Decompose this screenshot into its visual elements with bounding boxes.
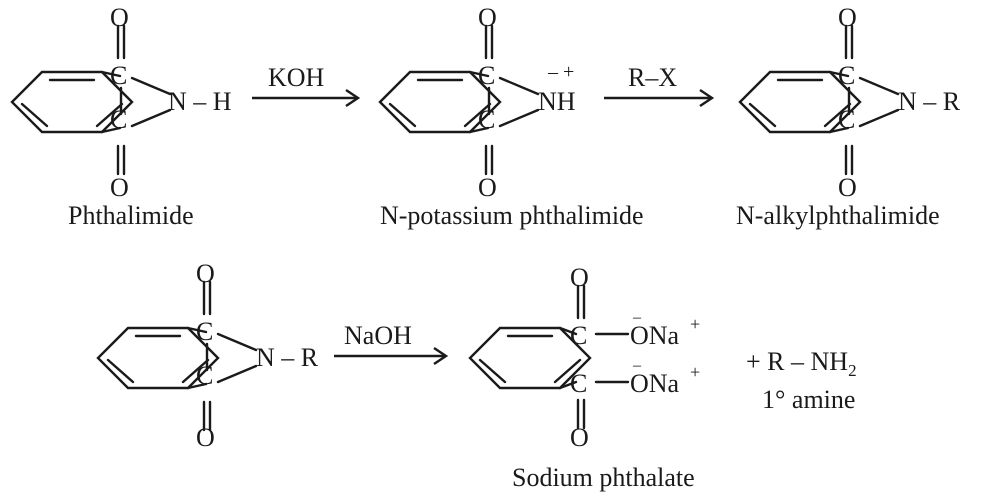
atom-c-top: C [570,321,587,350]
ona-top: ONa [630,321,680,350]
reagent-rx: R–X [628,63,677,92]
reagent-koh: KOH [268,63,325,92]
atom-o-top: O [570,263,589,292]
arrow-rx: R–X [604,63,715,107]
phthalimide-caption: Phthalimide [68,201,194,230]
atom-o-bottom: O [478,173,497,202]
ona-bottom-plus: + [690,362,700,382]
phthalimide-n-group: N – H [168,87,232,116]
n-r-group: N – R [256,343,319,372]
atom-o-bottom: O [570,423,589,452]
ona-top-plus: + [690,314,700,334]
atom-c-top: C [110,61,127,90]
n-alkylphthalimide-caption: N-alkylphthalimide [736,201,940,230]
atom-o-bottom: O [838,173,857,202]
nh-charges: – + [547,61,574,83]
sodium-phthalate-structure: O C C O ONa – + ONa – + [468,263,700,452]
n-potassium-phthalimide-caption: N-potassium phthalimide [380,201,644,230]
ona-bottom: ONa [630,369,680,398]
primary-amine-label: 1° amine [762,385,855,414]
n-alkylphthalimide-structure: O C C O N – R [738,3,961,202]
ona-bottom-minus: – [632,357,642,374]
r-nh2-text: + R – NH2 [746,347,857,380]
reagent-naoh: NaOH [344,321,412,350]
n-potassium-phthalimide-structure: O C C O NH – + [378,3,576,202]
atom-o-top: O [110,3,129,32]
arrow-koh: KOH [252,63,361,107]
atom-c-top: C [838,61,855,90]
phthalimide-structure: O C C O N – H [10,3,232,202]
atom-o-top: O [478,3,497,32]
atom-c-bottom: C [196,361,213,390]
atom-o-top: O [838,3,857,32]
atom-c-top: C [196,317,213,346]
atom-c-bottom: C [838,105,855,134]
atom-o-bottom: O [196,423,215,452]
atom-c-bottom: C [110,105,127,134]
n-alkylphthalimide-bottom-structure: O C C O N – R [96,259,319,452]
nh2-subscript: 2 [848,361,857,380]
atom-o-top: O [196,259,215,288]
ona-top-minus: – [632,309,642,326]
atom-c-top: C [478,61,495,90]
primary-amine-product: + R – NH2 1° amine [746,347,857,414]
n-r-group: N – R [898,87,961,116]
arrow-naoh: NaOH [334,321,449,365]
atom-c-bottom: C [478,105,495,134]
atom-o-bottom: O [110,173,129,202]
sodium-phthalate-caption: Sodium phthalate [512,463,695,492]
atom-c-bottom: C [570,369,587,398]
nh-group: NH [538,87,576,116]
